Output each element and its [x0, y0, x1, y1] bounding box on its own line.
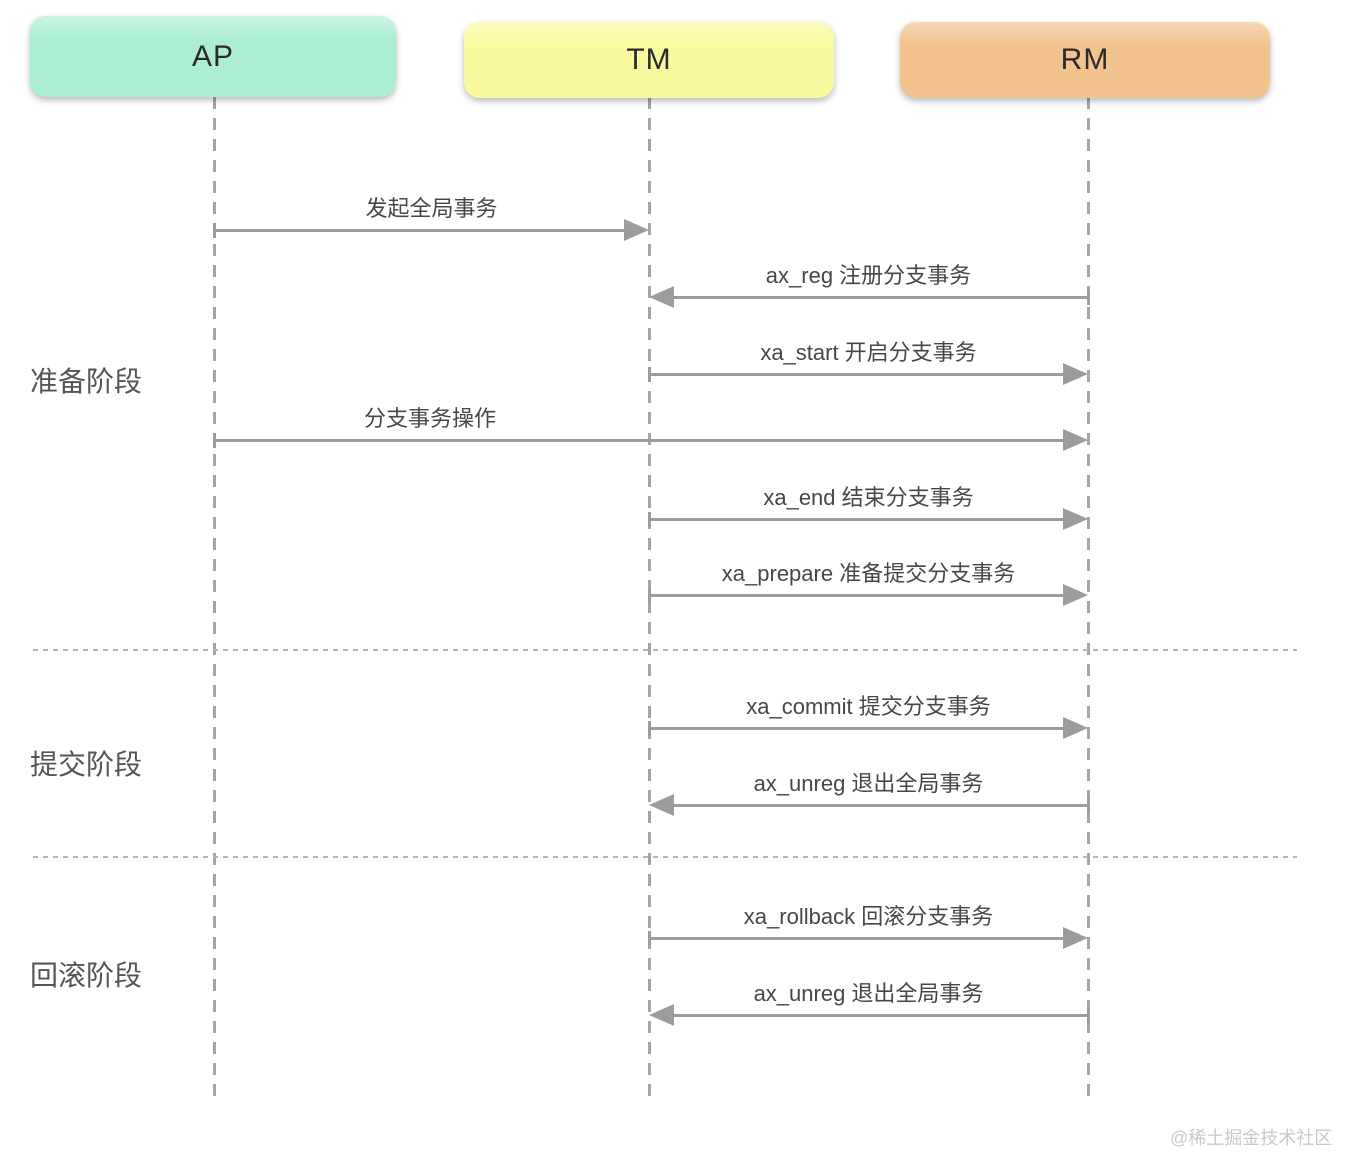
message-tail	[212, 432, 216, 448]
message-tail	[647, 587, 651, 603]
arrowhead-icon	[1063, 926, 1088, 949]
phase-separator	[33, 856, 1297, 858]
message-label: xa_prepare 准备提交分支事务	[721, 560, 1016, 586]
message-line	[669, 803, 1088, 807]
arrowhead-icon	[649, 285, 674, 308]
message-line	[649, 726, 1068, 730]
message-tail	[212, 222, 216, 238]
actor-box-rm: RM	[900, 22, 1270, 98]
message-line	[649, 517, 1068, 521]
message-label: xa_commit 提交分支事务	[746, 693, 991, 719]
phase-label: 提交阶段	[30, 749, 143, 780]
message-tail	[1086, 289, 1090, 305]
arrowhead-icon	[1063, 583, 1088, 606]
message: 发起全局事务	[212, 196, 649, 241]
arrowhead-icon	[1063, 507, 1088, 530]
message-tail	[647, 366, 651, 382]
message-line	[669, 295, 1088, 299]
phase-separator	[33, 649, 1297, 651]
message-label: xa_start 开启分支事务	[760, 339, 977, 365]
message-label: xa_rollback 回滚分支事务	[743, 903, 994, 929]
message-label: ax_unreg 退出全局事务	[753, 770, 984, 796]
message-tail	[647, 511, 651, 527]
message-label: xa_end 结束分支事务	[763, 484, 974, 510]
message-line	[649, 936, 1068, 940]
message: xa_rollback 回滚分支事务	[647, 904, 1088, 949]
message: ax_unreg 退出全局事务	[649, 771, 1090, 816]
phase-label: 回滚阶段	[30, 960, 143, 991]
lifeline-rm	[1086, 97, 1090, 1097]
message-label: ax_unreg 退出全局事务	[753, 980, 984, 1006]
message: xa_prepare 准备提交分支事务	[647, 561, 1088, 606]
phase-label: 准备阶段	[30, 366, 143, 397]
lifeline-ap	[212, 97, 216, 1097]
arrowhead-icon	[1063, 428, 1088, 451]
actor-label-tm: TM	[626, 43, 672, 76]
message-tail	[647, 930, 651, 946]
actor-label-rm: RM	[1060, 43, 1110, 76]
arrowhead-icon	[649, 793, 674, 816]
message: xa_start 开启分支事务	[647, 340, 1088, 385]
arrowhead-icon	[624, 218, 649, 241]
message-label: ax_reg 注册分支事务	[765, 262, 972, 288]
message: ax_unreg 退出全局事务	[649, 981, 1090, 1026]
message-line	[214, 438, 1068, 442]
actor-box-tm: TM	[464, 22, 834, 98]
actor-label-ap: AP	[191, 39, 235, 73]
message: xa_end 结束分支事务	[647, 485, 1088, 530]
arrowhead-icon	[649, 1003, 674, 1026]
message: ax_reg 注册分支事务	[649, 263, 1090, 308]
actor-box-ap: AP	[30, 16, 396, 97]
message: xa_commit 提交分支事务	[647, 694, 1088, 739]
message-tail	[647, 720, 651, 736]
message-line	[649, 593, 1068, 597]
message-label: 分支事务操作	[363, 405, 497, 431]
message: 分支事务操作	[212, 406, 1088, 451]
message-line	[669, 1013, 1088, 1017]
arrowhead-icon	[1063, 716, 1088, 739]
message-tail	[1086, 797, 1090, 813]
message-label: 发起全局事务	[365, 195, 498, 221]
message-tail	[1086, 1007, 1090, 1023]
message-line	[214, 228, 629, 232]
watermark: @稀土掘金技术社区	[1170, 1128, 1333, 1148]
arrowhead-icon	[1063, 362, 1088, 385]
message-line	[649, 372, 1068, 376]
